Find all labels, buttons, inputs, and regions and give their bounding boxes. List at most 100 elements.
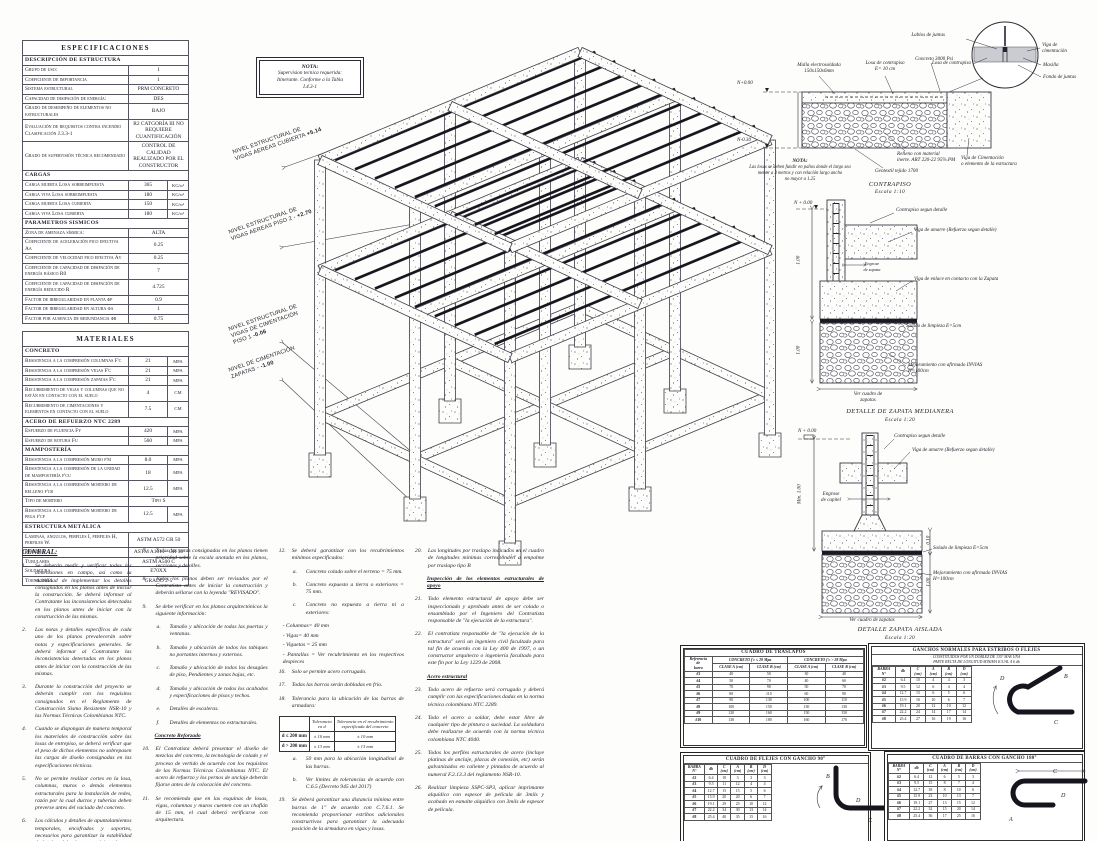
tolerance-header: [278, 716, 310, 733]
iso-column: [634, 193, 646, 490]
note-number: d.: [156, 685, 161, 692]
note-item: 5.No se permite realizar cortes en la lo…: [22, 776, 132, 812]
hook-dim-letter: D: [999, 676, 1005, 682]
spec-row: Coeficiente de capacidad de disipación d…: [22, 262, 189, 280]
spec-row-value: 12.5: [128, 480, 168, 498]
iso-steel-joist: [334, 160, 596, 272]
zapata-aislada-detail: N + 0.00 Contrapiso segun detalle Viga d…: [790, 425, 1010, 647]
spec-row: Evaluación de requisitos contra incendio…: [22, 118, 189, 143]
hook-header: db: [895, 665, 911, 678]
note-number: b.: [292, 776, 297, 783]
zapata-aislada-drawing: [798, 432, 933, 647]
note-item: e.Detalles de escaleras.: [143, 706, 268, 713]
iso-steel-joist: [354, 59, 616, 171]
iso-beam: [577, 156, 773, 256]
notes-subheading: Acero estructural: [426, 673, 468, 680]
spec-row-label: Resistencia a la compresión vigas F'c: [22, 365, 129, 377]
note-item: 8.Todos los planos deben ser revisados p…: [143, 576, 268, 598]
flejes-gancho-90-table: CUADRO DE FLEJES CON GANCHO 90°BARRA N°d…: [680, 752, 887, 841]
fondo-juntas-label: Fondo de juntas: [1043, 74, 1077, 80]
spec-row-unit: MPA: [167, 505, 189, 523]
note-item: 12.Se deberá garantizar con los recubrim…: [279, 548, 404, 563]
iso-column: [504, 247, 516, 544]
spec-row-unit: MPA: [167, 454, 189, 466]
hook-cell: #8: [683, 813, 706, 821]
spec-section-header: ACERO DE REFUERZO NTC 2289: [22, 416, 189, 428]
dim-100-label: 1.00: [795, 255, 802, 265]
barras-gancho-180-table: CUADRO DE BARRAS CON GANCHO 180°BARRA N°…: [884, 751, 1088, 841]
note-item: b.Concreto expuesto a tierra o exteriore…: [279, 582, 404, 597]
traslapos-cell: 180: [749, 716, 789, 724]
note-text: Las longitudes por traslapo indicados en…: [427, 548, 544, 569]
note-number: 10.: [142, 746, 150, 753]
spec-row: Grado de supervisión técnica recomendado…: [22, 141, 189, 172]
hook-table-title: CUADRO DE FLEJES CON GANCHO 90°: [683, 756, 868, 764]
spec-row-value: 8.0: [128, 454, 168, 466]
notes-column-1: GENERAL:1.Se deberán medir y verificar t…: [22, 548, 132, 841]
spec-row-label: Zona de amenaza sísmica:: [22, 227, 129, 239]
level-n000-label: N+0.00: [737, 80, 753, 86]
traslapos-subheader: CLASE A (cm): [712, 663, 751, 672]
spec-row: Resistencia a la compresión de la unidad…: [22, 464, 189, 482]
note-item: a.Tamaño y ubicación de todas las puerta…: [143, 624, 268, 639]
note-item: b.Ver límites de tolerancias de acuerdo …: [279, 777, 404, 792]
dim-100-label: 1.00: [795, 345, 802, 355]
spec-row: Resistencia a la compresión mortero de r…: [22, 480, 189, 498]
traslapos-group-header: CONCRETO f'c > 28 Mpa: [787, 655, 864, 665]
note-text: Todo acero de refuerzo será corrugado y …: [427, 686, 544, 708]
hook-header: B (cm): [951, 762, 967, 775]
note-number: 16.: [278, 669, 286, 676]
note-number: 17.: [278, 682, 286, 689]
note-number: 24.: [414, 714, 422, 721]
note-number: b.: [292, 581, 297, 588]
spec-row-label: Carga viva Losa sobreimpuesta: [22, 189, 129, 201]
iso-steel-joist: [474, 225, 736, 337]
min-100-label: Min. 1.00: [796, 484, 803, 505]
note-text: Durante la construcción del proyecto se …: [35, 684, 132, 720]
zapata-aislada-scale: Escala 1:20: [884, 635, 916, 641]
iso-footing: [628, 486, 652, 512]
iso-steel-joist: [434, 206, 696, 318]
note-item: 1.Se deberán medir y verificar todas las…: [22, 563, 132, 621]
isometric-structure-drawing: [225, 46, 782, 566]
note-number: 20.: [414, 548, 422, 554]
note-text: Los cálculos y detalles de apuntalamient…: [35, 818, 132, 841]
note-number: 22.: [414, 631, 422, 638]
contrapiso-nota-text: Las losas se deben fundir en paños donde…: [749, 165, 851, 182]
hook-cell: 36: [922, 812, 939, 820]
iso-footing: [403, 496, 427, 522]
note-text: Las notas y detalles específicos de cada…: [35, 627, 132, 677]
iso-steel-joist: [454, 216, 716, 327]
spec-row-unit: KG/m²: [167, 189, 189, 201]
iso-steel-joist: [454, 106, 716, 217]
spec-row-label: Resistencia a la compresión muro f'm: [22, 454, 129, 466]
zapata-medianera-detail: N + 0.00 Contrapiso segun detalle Viga d…: [790, 195, 1010, 430]
note-text: Realizar limpieza SSPC-SP3, aplicar impr…: [427, 784, 544, 813]
spec-section-header: ESTRUCTURA METÁLICA: [22, 521, 189, 533]
note-text: 50 mm para la ubicación longitudinal de …: [305, 756, 404, 770]
note-item: 9.Se debe verificar en los planos arquit…: [143, 604, 268, 619]
hook-header: BARRA N°: [683, 763, 706, 776]
note-number: c.: [292, 602, 297, 609]
spec-row-label: Carga muerta Losa cubierta: [22, 199, 129, 210]
hook-dim-letter: D: [1060, 793, 1066, 799]
spec-section-header: MAMPOSTERÍA: [22, 445, 189, 456]
note-item: c.Concreto no expuesto a tierra ni a ext…: [279, 602, 404, 617]
spec-row-unit: KG/m²: [167, 199, 189, 210]
note-text: Todas las barras serán dobladas en frío.: [291, 682, 383, 689]
spec-row-label: Resistencia a la compresión mortero de r…: [22, 480, 129, 498]
note-number: a.: [292, 568, 297, 575]
note-item: 20. Las longitudes por traslapo indicados…: [415, 548, 544, 570]
iso-footing: [533, 442, 557, 468]
hook-dim-letter: A: [1008, 817, 1013, 823]
mejoramiento-label: Mejoramiento con afirmado INVIAS H=100cm: [908, 362, 983, 375]
spec-row-label: Coeficiente de aceleración pico efectiva…: [22, 237, 129, 255]
contrapiso-nota-title: NOTA:: [792, 158, 808, 164]
